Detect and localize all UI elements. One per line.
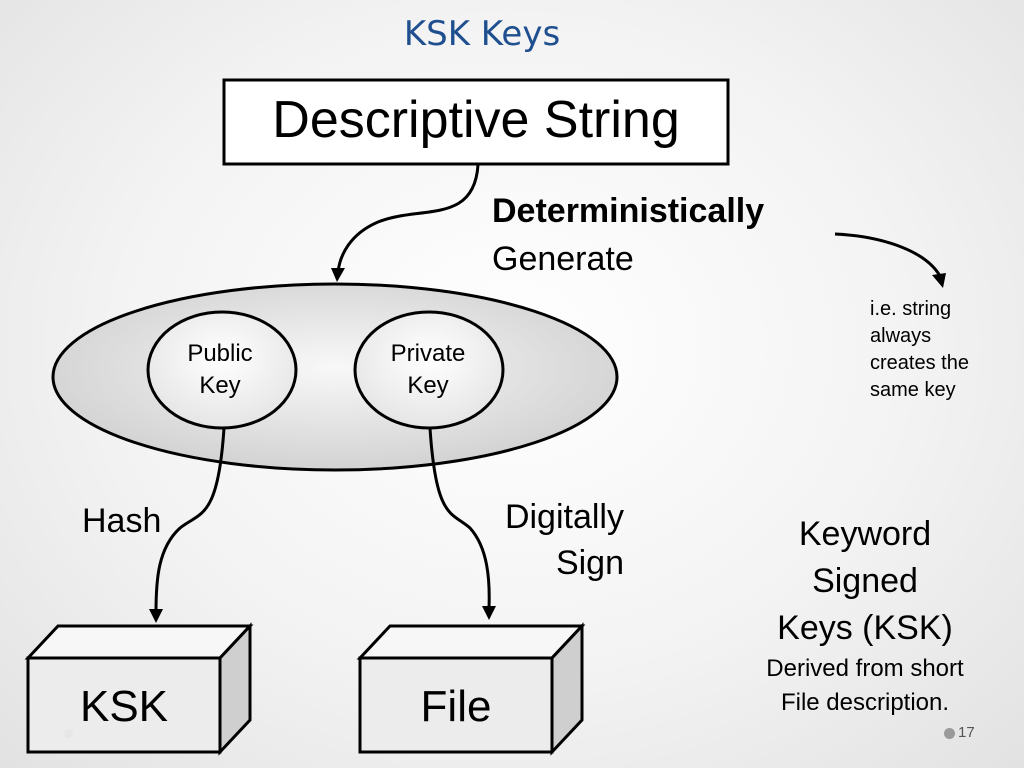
footer-dot-left (64, 729, 73, 738)
public-key-line1: Public (187, 340, 253, 367)
side-note-line: always (870, 325, 932, 347)
hash-arrowhead (149, 609, 163, 623)
ksk-definition-title-line: Keyword (798, 515, 932, 553)
hash-arrow (154, 427, 226, 613)
note-arrowhead (932, 273, 946, 288)
public-key-circle (146, 310, 298, 430)
generate-label: Generate (492, 240, 634, 278)
key-pair-ellipse (51, 282, 619, 472)
side-note-line: i.e. string (870, 298, 952, 320)
private-key-circle (353, 310, 505, 430)
hash-label: Hash (82, 502, 162, 540)
footer-dot-right (944, 728, 955, 739)
side-note-line: same key (870, 379, 956, 401)
private-key-label: Private Key (355, 338, 501, 402)
public-key-label: Public Key (147, 338, 293, 402)
sign-arrowhead (482, 606, 496, 620)
private-key-line1: Private (390, 340, 466, 367)
slide-title: KSK Keys (403, 14, 561, 54)
descriptive-string-box (222, 78, 730, 166)
ksk-definition-title-line: Keys (KSK) (777, 609, 953, 647)
ksk-definition-description-line: File description. (780, 689, 950, 716)
digitally-label: Digitally (504, 498, 624, 536)
ksk-definition-description-line: Derived from short (766, 655, 964, 682)
generate-arrowhead (331, 268, 345, 282)
generate-arrow (336, 164, 480, 273)
ksk-cube (24, 622, 254, 756)
deterministically-label: Deterministically (492, 192, 765, 230)
side-note-line: creates the (870, 352, 969, 374)
file-cube-label: File (420, 682, 492, 731)
side-note: i.e. string always creates the same key (870, 296, 1010, 404)
descriptive-string-label: Descriptive String (272, 91, 680, 149)
sign-arrow (428, 427, 491, 609)
page-number: 17 (958, 724, 975, 741)
note-arrow (834, 232, 942, 277)
ksk-cube-label: KSK (79, 682, 169, 731)
public-key-line2: Key (199, 372, 241, 399)
private-key-line2: Key (407, 372, 449, 399)
file-cube (356, 622, 586, 756)
sign-label: Sign (555, 544, 624, 582)
ksk-definition-title-line: Signed (812, 562, 918, 600)
